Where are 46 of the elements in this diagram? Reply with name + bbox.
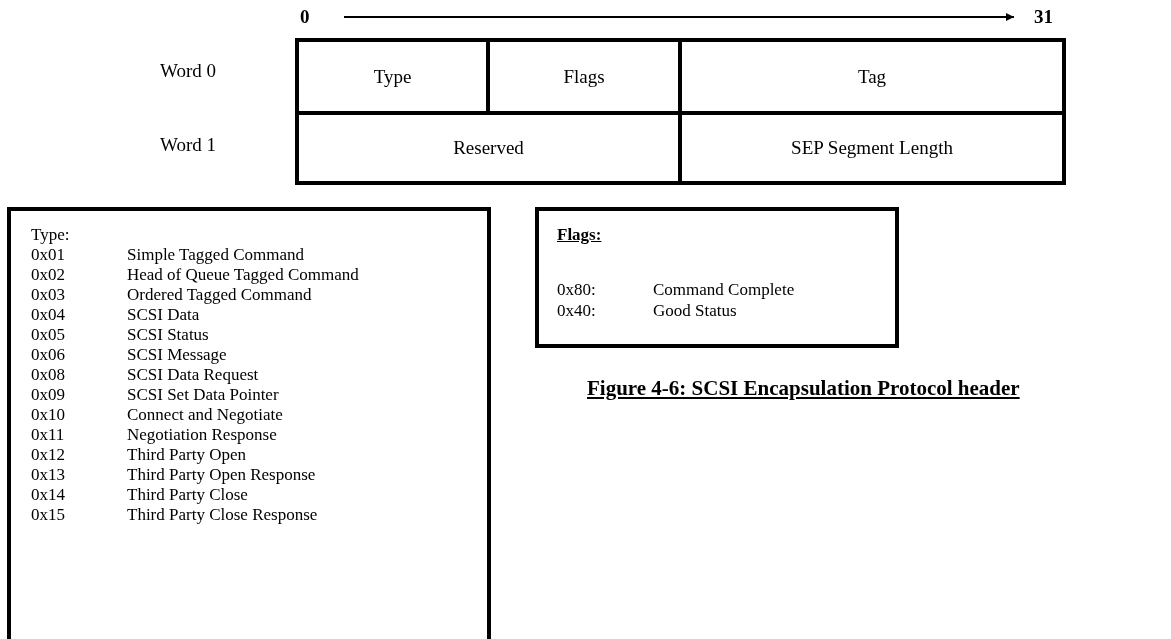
legend-panel — [7, 207, 491, 639]
row-label: Word 1 — [160, 134, 216, 156]
code-value: 0x12 — [31, 445, 65, 465]
legend-panel — [535, 207, 899, 348]
code-description: Third Party Close — [127, 485, 248, 505]
code-description: Third Party Close Response — [127, 505, 318, 525]
code-value: 0x04 — [31, 305, 65, 325]
code-description: SCSI Data Request — [127, 365, 259, 385]
code-value: 0x03 — [31, 285, 65, 305]
code-description: SCSI Set Data Pointer — [127, 385, 279, 405]
code-description: Connect and Negotiate — [127, 405, 283, 425]
field-name: SEP Segment Length — [791, 137, 953, 159]
code-description: Third Party Open Response — [127, 465, 316, 485]
field-name: Reserved — [453, 137, 524, 159]
code-value: 0x11 — [31, 425, 65, 445]
code-description: Command Complete — [653, 280, 795, 300]
list-heading: Type: — [31, 225, 70, 245]
code-value: 0x13 — [31, 465, 65, 485]
code-description: Simple Tagged Command — [127, 245, 304, 265]
code-value: 0x10 — [31, 405, 65, 425]
code-value: 0x15 — [31, 505, 65, 525]
code-value: 0x05 — [31, 325, 65, 345]
code-value: 0x06 — [31, 345, 65, 365]
figure-caption: Figure 4-6: SCSI Encapsulation Protocol header — [587, 376, 1020, 401]
code-description: Good Status — [653, 301, 737, 321]
code-value: 0x02 — [31, 265, 65, 285]
code-description: SCSI Message — [127, 345, 227, 365]
code-description: SCSI Data — [127, 305, 200, 325]
field-name: Type — [373, 65, 412, 88]
field-name: Flags — [563, 65, 605, 88]
row-label: Word 0 — [160, 60, 216, 82]
code-value: 0x40: — [557, 301, 596, 321]
code-description: SCSI Status — [127, 325, 209, 345]
code-value: 0x01 — [31, 245, 65, 265]
code-value: 0x14 — [31, 485, 65, 505]
bit-number: 31 — [1034, 6, 1053, 28]
bit-number: 0 — [300, 6, 310, 28]
code-description: Head of Queue Tagged Command — [127, 265, 359, 285]
code-value: 0x08 — [31, 365, 65, 385]
code-description: Ordered Tagged Command — [127, 285, 312, 305]
code-value: 0x80: — [557, 280, 596, 300]
code-description: Negotiation Response — [127, 425, 277, 445]
list-heading: Flags: — [557, 225, 602, 245]
code-value: 0x09 — [31, 385, 65, 405]
code-description: Third Party Open — [127, 445, 246, 465]
field-name: Tag — [857, 65, 887, 88]
